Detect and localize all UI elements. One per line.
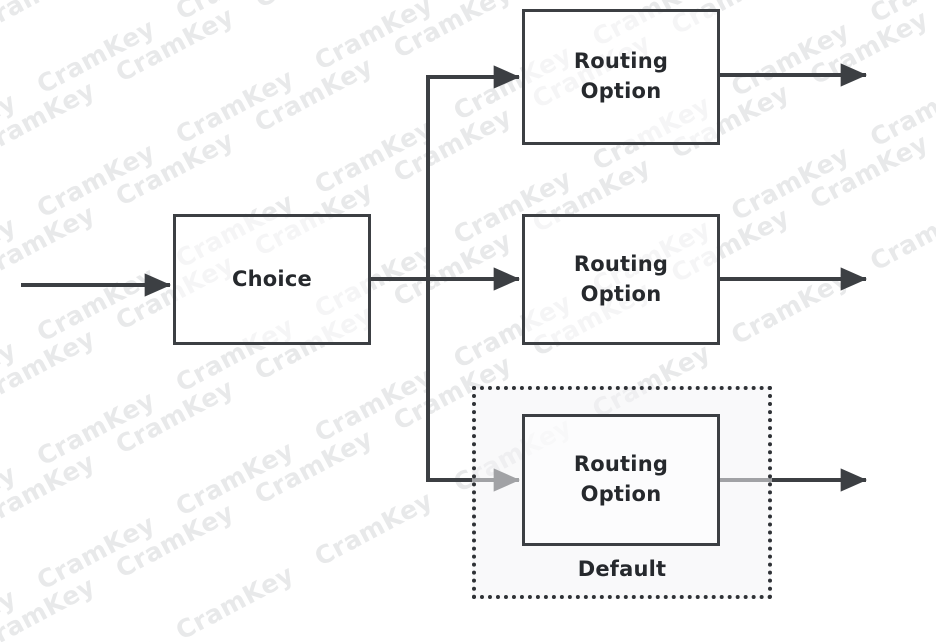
connector-choice-to-branch bbox=[371, 77, 430, 481]
node-routing-option-2-label: Routing Option bbox=[573, 251, 669, 306]
node-routing-option-3[interactable]: Routing Option bbox=[522, 414, 720, 546]
node-routing-option-2[interactable]: Routing Option bbox=[522, 214, 720, 345]
node-choice-label: Choice bbox=[232, 266, 312, 291]
node-routing-option-1[interactable]: Routing Option bbox=[522, 9, 720, 145]
node-routing-option-1-label: Routing Option bbox=[573, 49, 669, 103]
default-group-label: Default bbox=[577, 557, 667, 581]
node-routing-option-3-label: Routing Option bbox=[573, 452, 669, 506]
node-choice[interactable]: Choice bbox=[173, 214, 371, 345]
